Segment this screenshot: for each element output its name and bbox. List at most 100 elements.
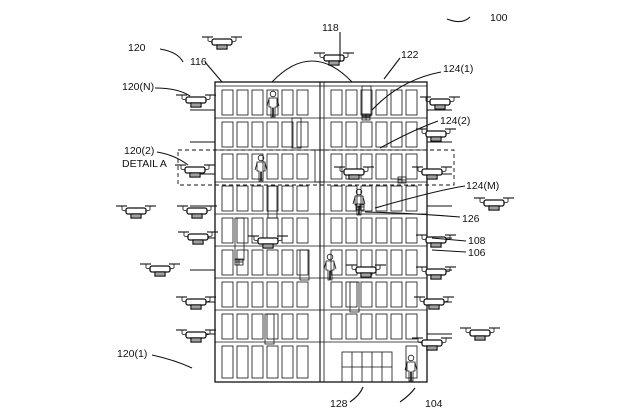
window [375,313,388,340]
parcel-lift [267,185,278,219]
window [296,89,309,116]
window [345,121,358,148]
window [221,313,234,340]
window [236,249,249,276]
window [296,313,309,340]
drone-icon [201,36,243,50]
window [375,89,388,116]
window [221,185,234,212]
window [236,313,249,340]
window [281,89,294,116]
window [330,185,343,212]
parcel-lift [299,249,310,281]
window [390,217,403,244]
window [236,281,249,308]
window [296,217,309,244]
window [405,281,418,308]
window [405,249,418,276]
window [330,313,343,340]
window [330,89,343,116]
drone-icon [175,329,217,343]
parcel-lift [264,313,275,345]
window [360,217,373,244]
window [236,89,249,116]
window [330,121,343,148]
leader-lines [151,16,471,403]
window [296,121,309,148]
window [266,249,279,276]
window [251,153,264,180]
window [375,281,388,308]
window [390,249,403,276]
window [405,185,418,212]
drone-icon [313,52,355,66]
window [281,121,294,148]
window [345,89,358,116]
label-124-2: 124(2) [440,115,470,127]
window [251,281,264,308]
window [296,153,309,180]
window [296,281,309,308]
window [345,185,358,212]
window [375,185,388,212]
label-104: 104 [425,398,443,410]
label-100: 100 [490,12,508,24]
window [390,153,403,180]
window [360,89,373,116]
label-122: 122 [401,49,419,61]
window [236,121,249,148]
label-106: 106 [468,247,486,259]
window [221,345,234,379]
window [281,249,294,276]
drone-icon [174,164,216,178]
window [251,249,264,276]
drone-icon [175,94,217,108]
window [330,249,343,276]
window [221,89,234,116]
window [266,281,279,308]
window [405,89,418,116]
window [281,217,294,244]
window [221,217,234,244]
window [266,345,279,379]
window [251,89,264,116]
window [296,345,309,379]
window [251,345,264,379]
window [266,153,279,180]
window [221,249,234,276]
window [330,281,343,308]
label-120: 120 [128,42,146,54]
label-128: 128 [330,398,348,410]
parcel-lift [349,281,360,313]
window [281,281,294,308]
window [360,121,373,148]
window [390,121,403,148]
window [375,249,388,276]
label-126: 126 [462,213,480,225]
window [345,217,358,244]
label-124-1: 124(1) [443,63,473,75]
label-118: 118 [322,22,339,34]
label-120-2: 120(2) [124,145,154,157]
rooftop-dome [271,60,353,83]
detail-a-box [177,149,455,186]
label-120n: 120(N) [122,81,154,93]
window [281,345,294,379]
window [281,185,294,212]
window [405,313,418,340]
window [360,281,373,308]
drone-icon [139,263,181,277]
drone-icon [459,327,501,341]
drone-icon [176,205,218,219]
window [390,281,403,308]
window [390,185,403,212]
window [345,313,358,340]
parcel-lift [234,217,245,261]
window [251,121,264,148]
window [281,153,294,180]
parcel-lift [291,117,302,149]
drone-icon [473,197,515,211]
label-108: 108 [468,235,486,247]
window [251,185,264,212]
